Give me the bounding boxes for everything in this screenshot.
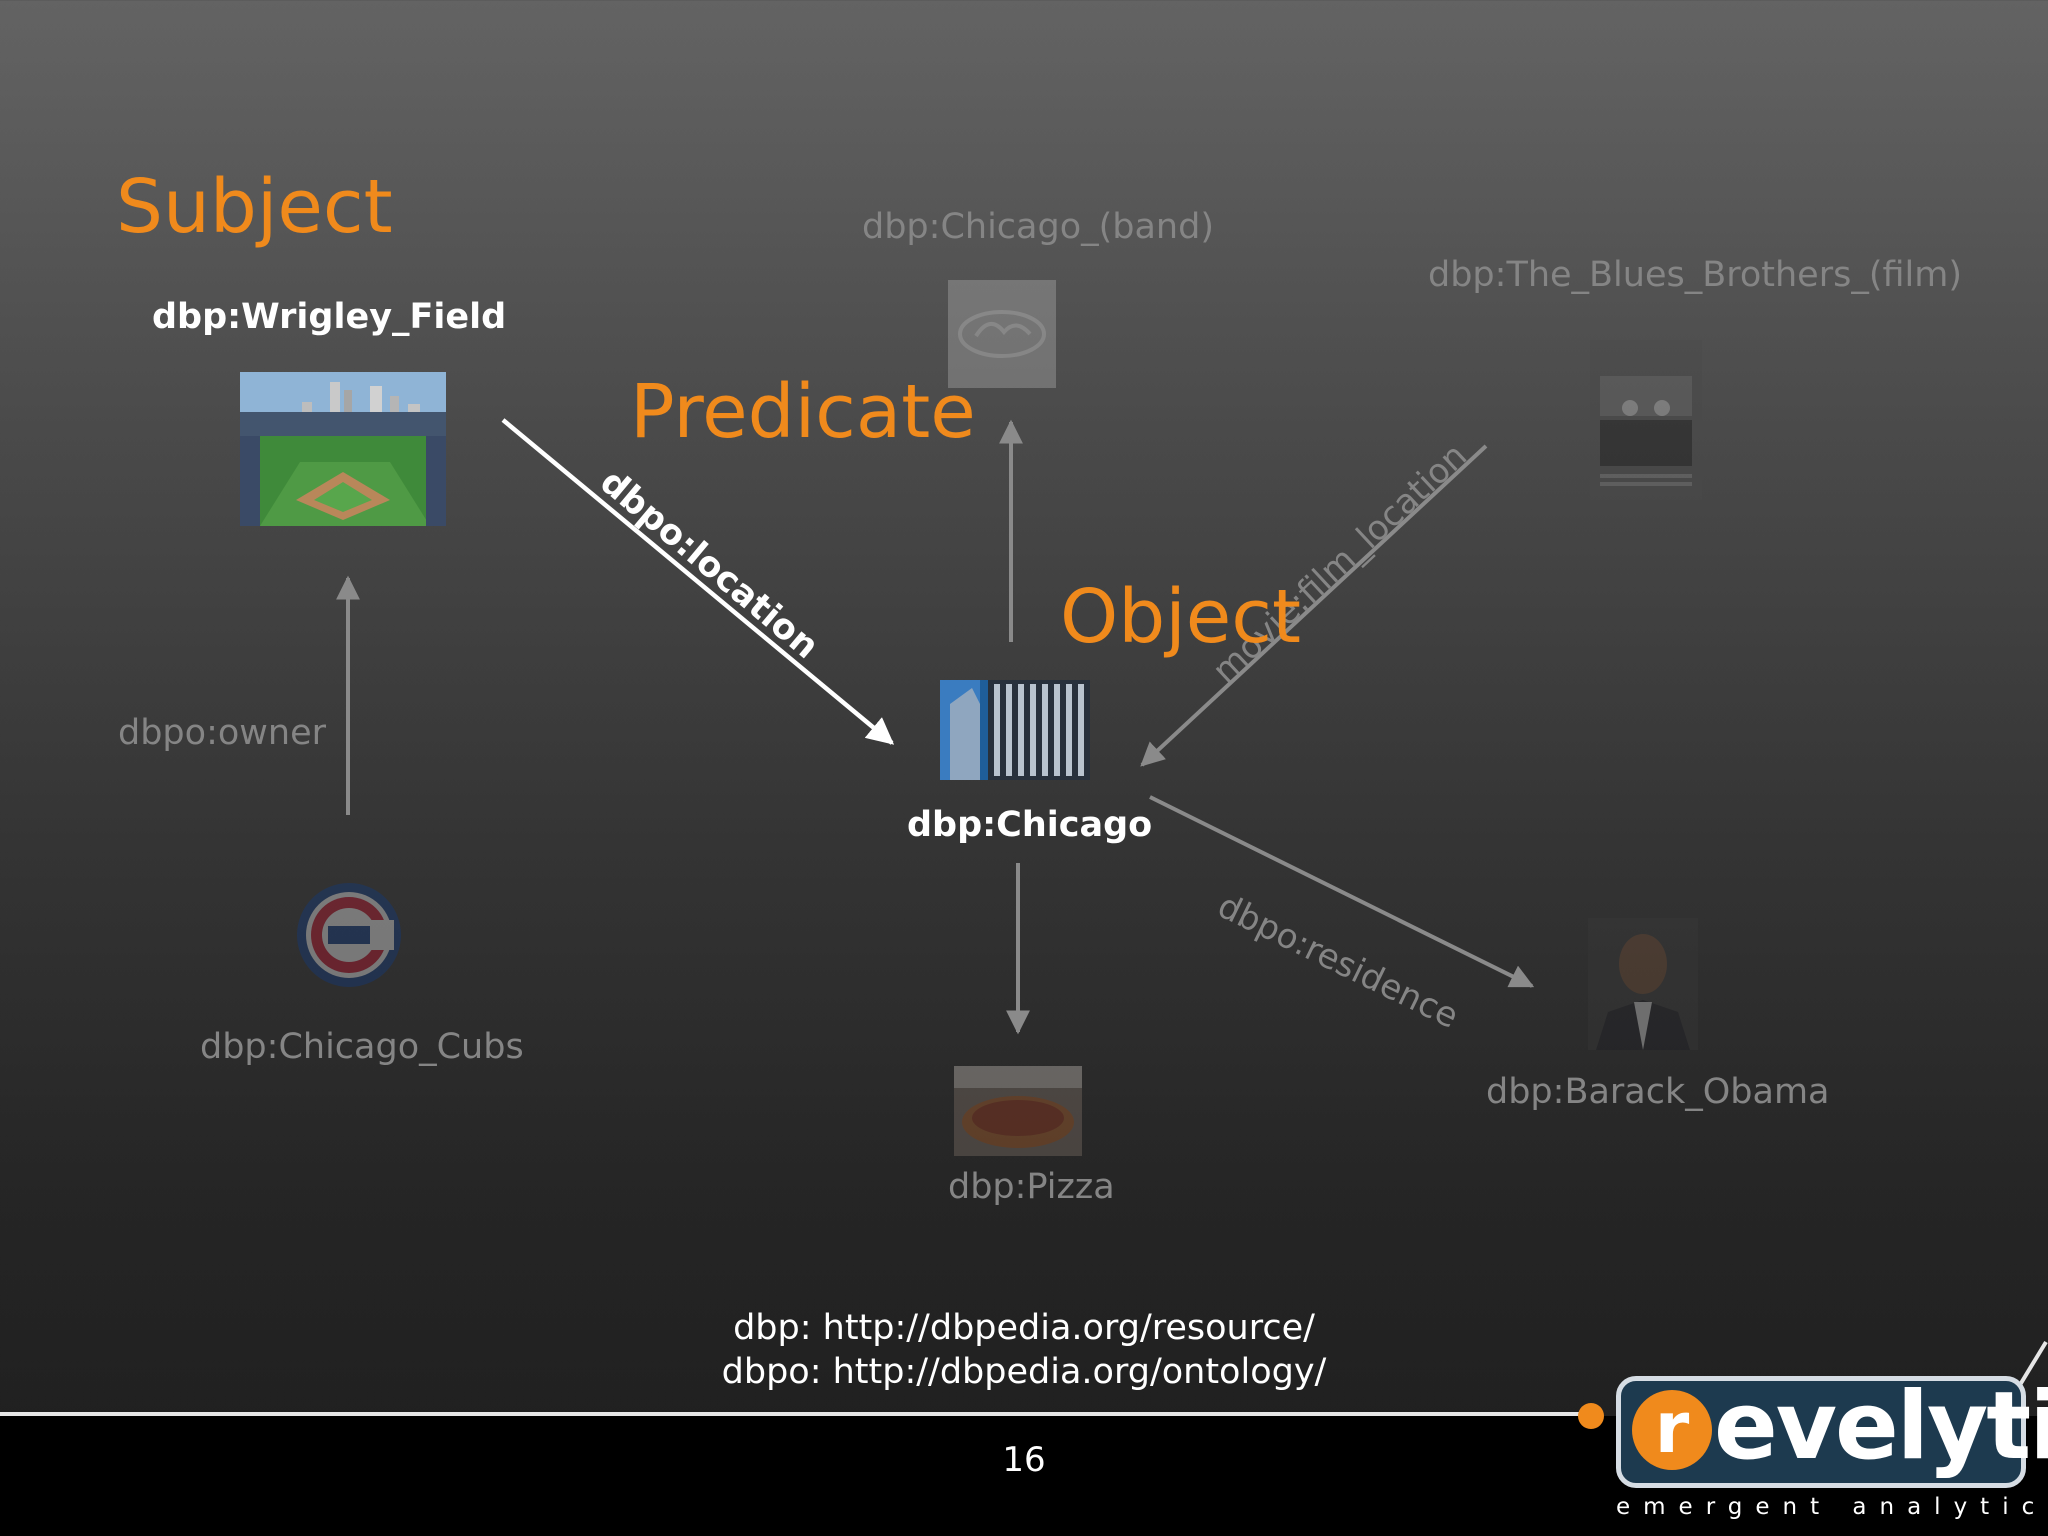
page-number: 16 (1002, 1440, 1046, 1480)
chicago-band-image (948, 280, 1056, 388)
node-label-blues-brothers: dbp:The_Blues_Brothers_(film) (1428, 255, 1963, 295)
node-label-chicago-cubs: dbp:Chicago_Cubs (200, 1027, 524, 1067)
footer-divider (0, 1412, 1600, 1416)
node-label-chicago-band: dbp:Chicago_(band) (862, 207, 1214, 247)
edge-location-arrow (501, 418, 895, 745)
edge-label-owner: dbpo:owner (118, 713, 327, 753)
prefix-definitions: dbp: http://dbpedia.org/resource/ dbpo: … (0, 1306, 2048, 1394)
blues-brothers-poster-image (1590, 340, 1702, 500)
barack-obama-image (1588, 918, 1698, 1050)
edge-residence-arrow (1149, 795, 1535, 988)
logo-wordmark: evelytix (1714, 1372, 2048, 1481)
chicago-cubs-logo-image (297, 883, 401, 987)
prefix-dbpo: dbpo: http://dbpedia.org/ontology/ (721, 1352, 1327, 1392)
logo-tagline: emergent analytics (1616, 1494, 2048, 1520)
divider-end-dot (1578, 1403, 1604, 1429)
node-label-chicago: dbp:Chicago (907, 805, 1153, 845)
edge-film-location-arrow (1140, 444, 1488, 767)
wrigley-field-image (240, 372, 446, 526)
pizza-image (954, 1066, 1082, 1156)
subject-heading: Subject (116, 164, 393, 250)
chicago-image (940, 680, 1090, 780)
logo-r-mark: r (1632, 1390, 1712, 1470)
node-label-pizza: dbp:Pizza (948, 1167, 1115, 1207)
predicate-heading: Predicate (630, 369, 976, 455)
prefix-dbp: dbp: http://dbpedia.org/resource/ (733, 1308, 1315, 1348)
object-heading: Object (1060, 574, 1302, 660)
node-label-wrigley-field: dbp:Wrigley_Field (152, 297, 507, 337)
node-label-barack-obama: dbp:Barack_Obama (1486, 1072, 1830, 1112)
